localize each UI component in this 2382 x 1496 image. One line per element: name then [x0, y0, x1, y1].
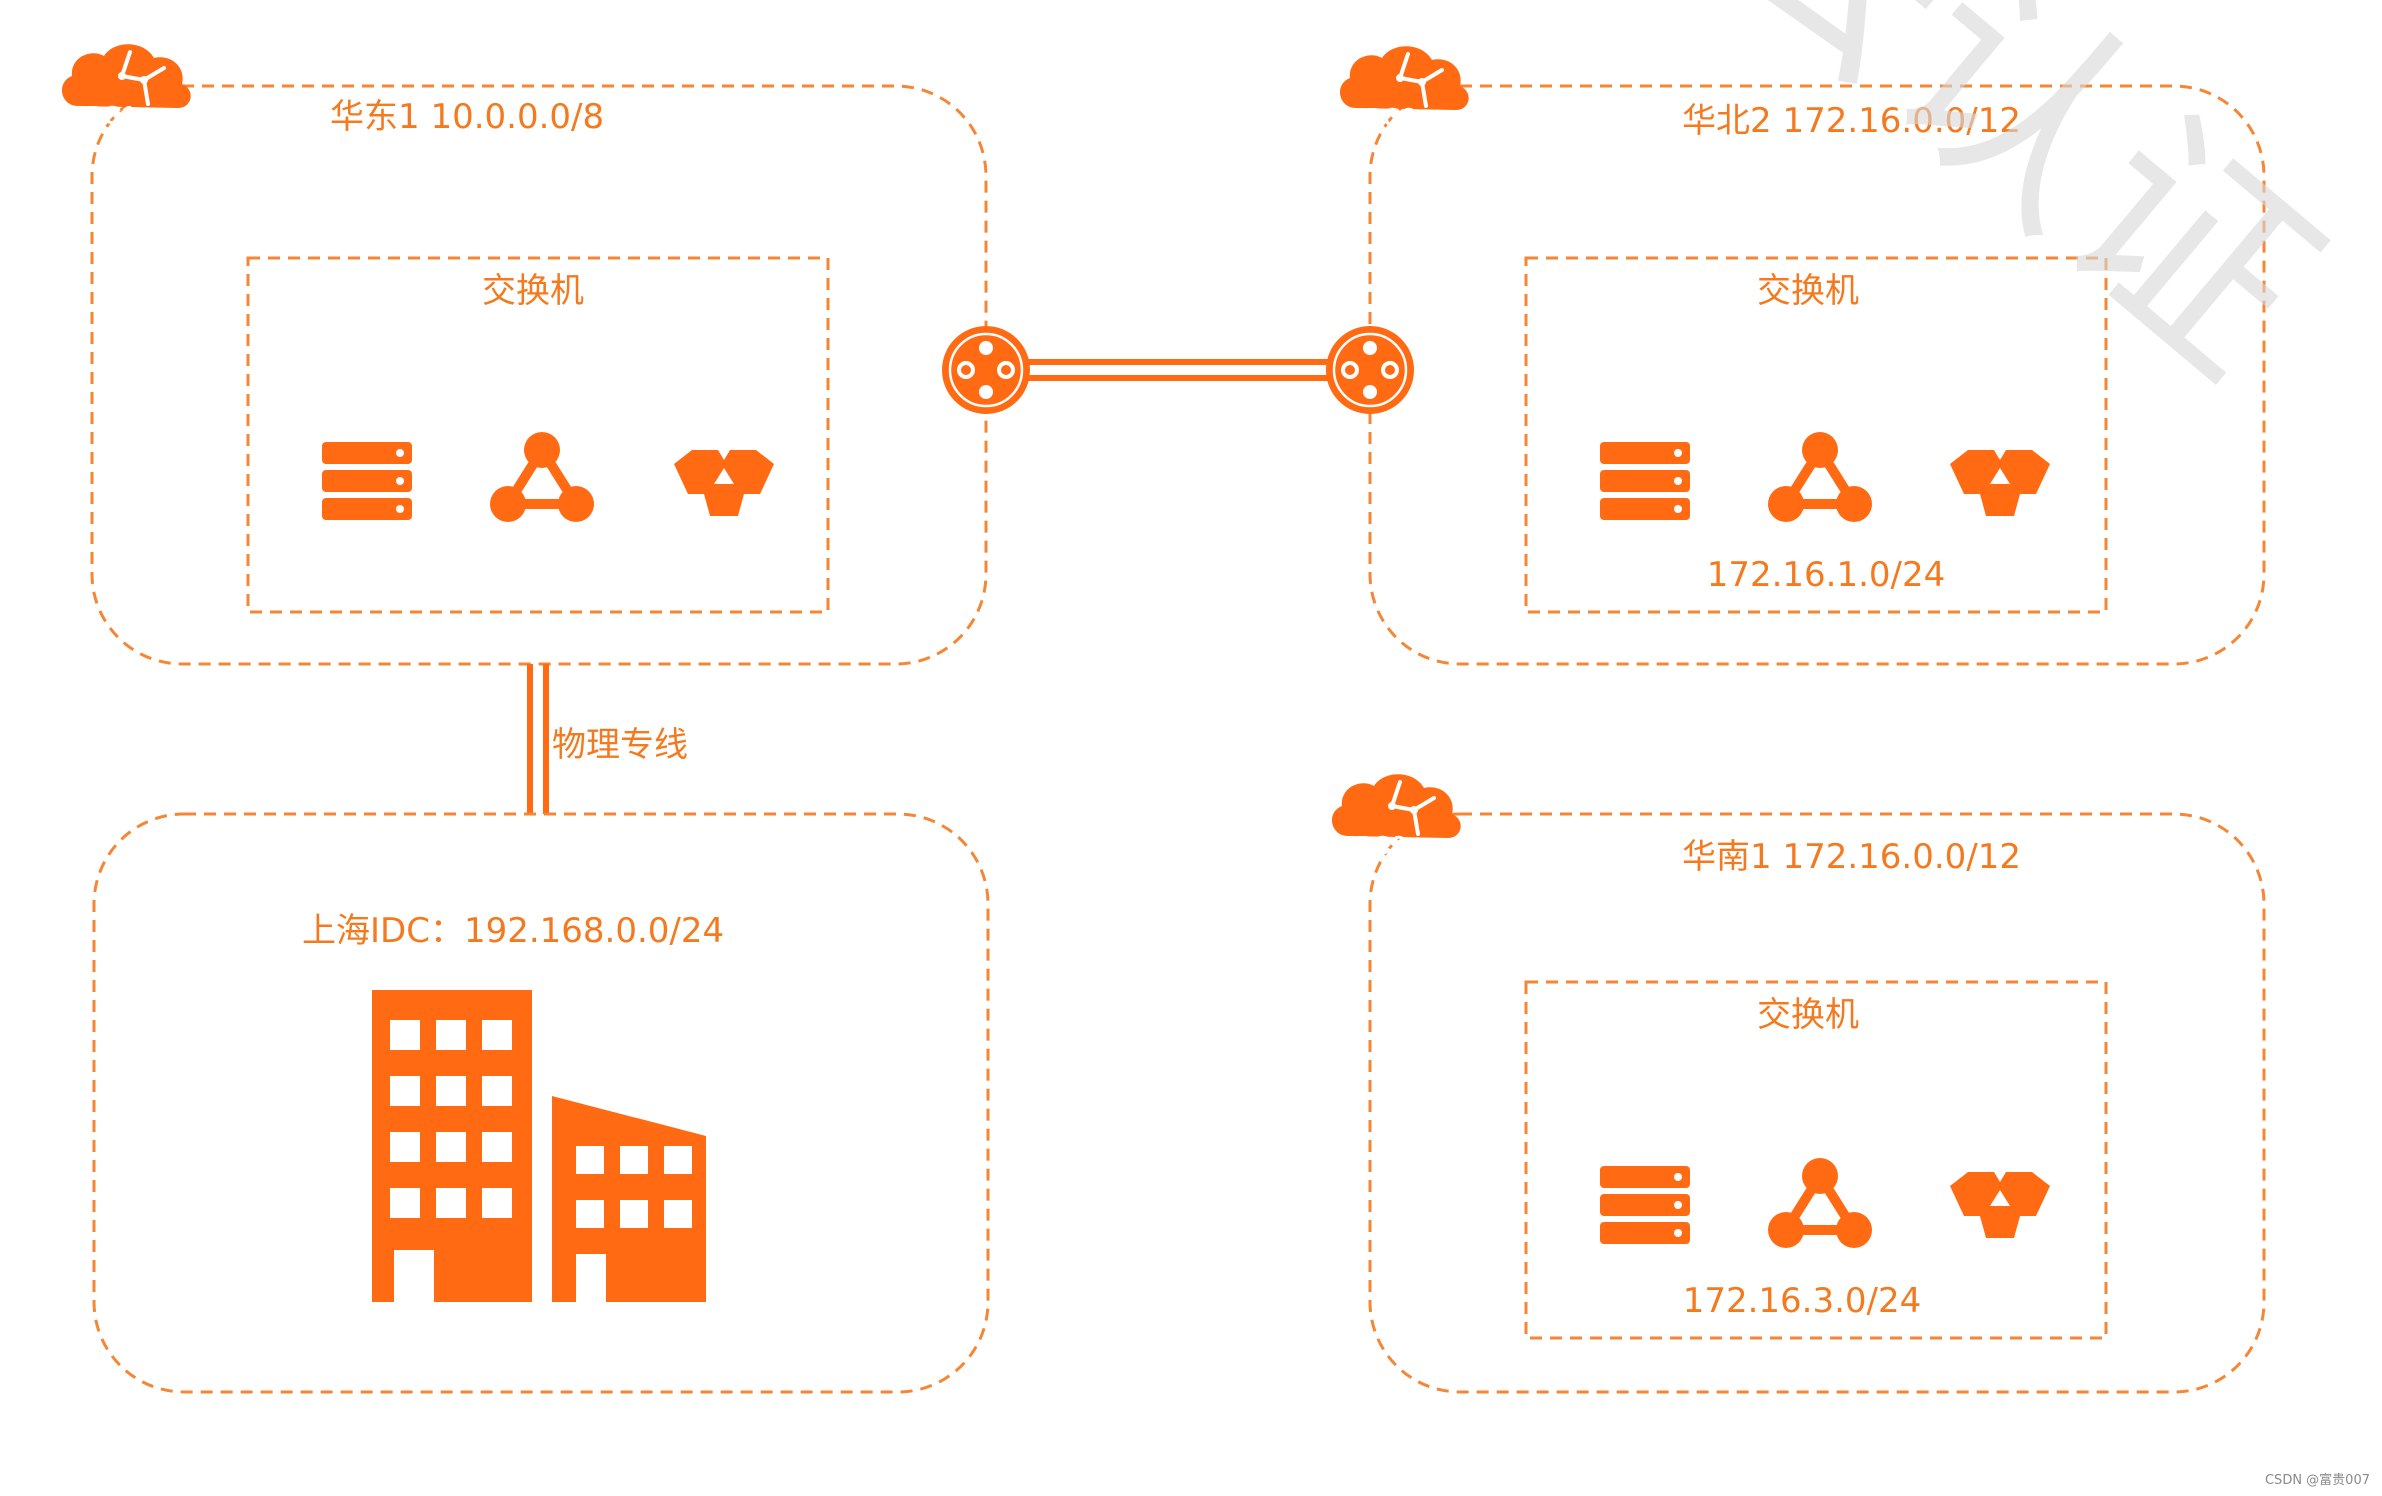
vpc3-group: VPC3 华南1 172.16.0.0/12 交换机 172.16.3.0/24 [1329, 772, 2266, 1394]
vpc-peering-link [940, 324, 1416, 416]
vpc1-badge: VPC1 [68, 100, 136, 130]
vpc2-title: 华北2 172.16.0.0/12 [1682, 101, 2021, 141]
physical-line: 物理专线 [527, 664, 688, 814]
server-stack-icon [1600, 442, 1690, 520]
vpc2-switch-box [1524, 256, 2108, 614]
idc-boundary [92, 812, 990, 1394]
server-stack-icon [1600, 1166, 1690, 1244]
vpc1-boundary [90, 84, 988, 666]
network-node-icon [490, 432, 594, 522]
router-icon [1324, 324, 1416, 416]
building-icon [372, 990, 706, 1302]
vpc2-subnet: 172.16.1.0/24 [1707, 555, 1946, 595]
network-node-icon [1768, 432, 1872, 522]
cube-cluster-icon [1950, 1172, 2050, 1238]
idc-group: 上海IDC：192.168.0.0/24 [92, 812, 990, 1394]
cloud-badge-icon [1329, 772, 1463, 840]
watermark-text: 云认证 [1665, 0, 2365, 426]
vpc1-group: VPC1 华东1 10.0.0.0/8 交换机 [59, 42, 988, 666]
vpc1-switch-label: 交换机 [482, 271, 584, 311]
vpc2-switch-label: 交换机 [1757, 271, 1859, 311]
vpc3-title: 华南1 172.16.0.0/12 [1682, 837, 2021, 877]
cube-cluster-icon [1950, 450, 2050, 516]
vpc3-boundary [1368, 812, 2266, 1394]
server-stack-icon [322, 442, 412, 520]
cloud-badge-icon [1337, 44, 1471, 112]
vpc1-switch-box [246, 256, 830, 614]
network-node-icon [1768, 1158, 1872, 1248]
credit-text: CSDN @富贵007 [2264, 1473, 2370, 1488]
vpc3-switch-label: 交换机 [1757, 995, 1859, 1035]
vpc3-subnet: 172.16.3.0/24 [1683, 1281, 1922, 1321]
idc-title: 上海IDC：192.168.0.0/24 [302, 911, 724, 951]
router-icon [940, 324, 1032, 416]
vpc2-badge: VPC2 [1348, 102, 1416, 132]
cube-cluster-icon [674, 450, 774, 516]
physical-line-label: 物理专线 [552, 725, 688, 765]
cloud-badge-icon [59, 42, 193, 110]
vpc1-title: 华东1 10.0.0.0/8 [330, 97, 604, 137]
vpc3-switch-box [1524, 980, 2108, 1340]
vpc3-badge: VPC3 [1338, 830, 1406, 860]
